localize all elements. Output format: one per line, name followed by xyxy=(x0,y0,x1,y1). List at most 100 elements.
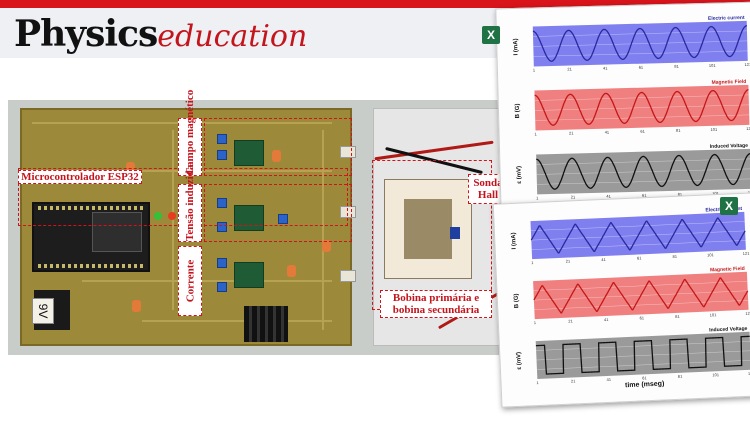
chart-2-xtick: 21 xyxy=(571,194,576,199)
chart-0-xtick: 121 xyxy=(744,62,750,67)
chart-0-gridline xyxy=(533,50,748,57)
chart-3-ylabel: I (mA) xyxy=(511,232,518,249)
chart-4-xtick: 1 xyxy=(534,320,537,325)
chart-0-xtick: 61 xyxy=(639,65,644,70)
potentiometer xyxy=(217,282,227,292)
chart-0-xtick: 41 xyxy=(603,66,608,71)
chart-3-xtick: 121 xyxy=(743,251,750,256)
label-corrente-text: Corrente xyxy=(184,259,196,303)
capacitor xyxy=(132,300,141,312)
chart-1-xtick: 21 xyxy=(569,130,574,135)
chart-1-gridline xyxy=(535,114,750,121)
chart-4-gridline xyxy=(533,281,748,291)
chart-5-xtick: 1 xyxy=(536,380,539,385)
chart-2-xtick: 1 xyxy=(536,195,539,200)
label-campo-magnetico: Campo magnético xyxy=(178,90,202,176)
chart-2-xtick: 41 xyxy=(606,193,611,198)
label-esp32: Microcontrolador ESP32 xyxy=(18,170,142,184)
chart-0-series-line xyxy=(532,25,747,62)
potentiometer xyxy=(217,198,227,208)
potentiometer xyxy=(217,258,227,268)
chart-1-xtick: 41 xyxy=(605,130,610,135)
pin-header xyxy=(38,264,146,268)
chart-5-xtick: 61 xyxy=(642,375,647,380)
potentiometer xyxy=(278,214,288,224)
chart-4-xtick: 121 xyxy=(745,311,750,316)
chart-1-gridline xyxy=(534,104,749,111)
label-corrente: Corrente xyxy=(178,246,202,316)
circuit-photo: 9V Microcontrolador ESP32 Campo magnétic… xyxy=(8,90,513,355)
brand-bold: Physics xyxy=(14,13,158,55)
chart-3-series-line xyxy=(530,217,746,254)
chart-1-xtick: 121 xyxy=(746,126,750,131)
pcb-trace xyxy=(322,130,324,330)
chart-3-xtick: 1 xyxy=(531,260,534,265)
chart-3-xtick: 21 xyxy=(566,258,571,263)
pcb-trace xyxy=(82,280,332,282)
chart-3-xtick: 101 xyxy=(707,252,715,257)
chart-3-gridline xyxy=(531,240,746,250)
chart-5-gridline xyxy=(536,350,750,361)
pcb-trace xyxy=(142,320,332,322)
chart-4-xtick: 41 xyxy=(604,317,609,322)
chart-5-xtick: 121 xyxy=(748,371,750,376)
tensao-region xyxy=(204,184,352,242)
chart-5-xlabel: time (mseg) xyxy=(625,380,665,389)
chart-0-xtick: 21 xyxy=(567,66,572,71)
jack-label: 9V xyxy=(32,298,54,324)
chart-4-title: Magnetic Field xyxy=(710,266,745,274)
chart-5-xtick: 101 xyxy=(712,372,720,377)
chart-1-series-line xyxy=(534,89,749,126)
led-green xyxy=(154,212,162,220)
chart-4-gridline xyxy=(534,300,749,310)
chart-2-gridline xyxy=(536,158,750,165)
excel-icon: X xyxy=(482,26,500,44)
chart-0-xtick: 101 xyxy=(709,63,717,68)
chart-4-xtick: 21 xyxy=(568,318,573,323)
led-red xyxy=(168,212,176,220)
chart-4-xtick: 61 xyxy=(639,315,644,320)
chart-0-xtick: 1 xyxy=(533,67,536,72)
brand-logo: Physicseducation xyxy=(14,14,307,57)
chart-1-xtick: 101 xyxy=(710,127,718,132)
chart-0-gridline xyxy=(533,30,747,37)
potentiometer xyxy=(217,134,227,144)
chart-1-gridline xyxy=(534,94,749,101)
chart-0-ylabel: I (mA) xyxy=(513,38,519,55)
chart-1-xtick: 81 xyxy=(676,128,681,133)
chart-3-xtick: 61 xyxy=(637,255,642,260)
chart-2-xtick: 61 xyxy=(642,193,647,198)
chart-4-xtick: 101 xyxy=(710,312,718,317)
chart-5-xtick: 21 xyxy=(571,378,576,383)
potentiometer xyxy=(217,150,227,160)
transformer-core xyxy=(404,199,452,259)
chart-1-ylabel: B (G) xyxy=(515,103,521,118)
chart-5-gridline xyxy=(536,359,750,370)
chart-4-series-line xyxy=(533,277,749,314)
amplifier-module xyxy=(234,205,264,231)
campo-region xyxy=(204,118,352,176)
brand-italic: education xyxy=(157,19,308,54)
chart-5-ylabel: ε (mV) xyxy=(516,352,523,370)
hall-sensor xyxy=(450,227,460,239)
chart-3-gridline xyxy=(530,221,745,231)
chart-2-xtick: 121 xyxy=(748,190,750,195)
chart-5-series-line xyxy=(535,335,750,375)
chart-3-xtick: 81 xyxy=(672,254,677,259)
chart-2-ylabel: ε (mV) xyxy=(516,166,522,184)
chart-1-title: Magnetic Field xyxy=(712,79,747,86)
capacitor xyxy=(287,265,296,277)
chart-5-xtick: 41 xyxy=(606,377,611,382)
label-tensao-text: Tensão induzida xyxy=(184,164,196,241)
chart-2-series-line xyxy=(536,153,750,190)
pin-header xyxy=(38,206,146,210)
label-bobina: Bobina primária e bobina secundária xyxy=(380,290,492,318)
amplifier-module xyxy=(234,140,264,166)
chart-5-xtick: 81 xyxy=(678,374,683,379)
chart-4-xtick: 81 xyxy=(675,314,680,319)
pcb-trace xyxy=(172,130,174,310)
